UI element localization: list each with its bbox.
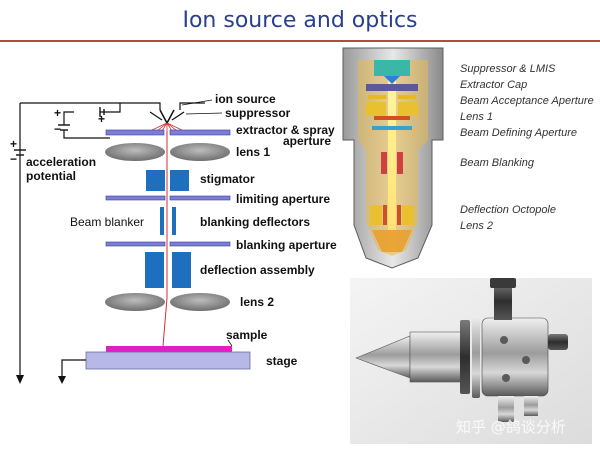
ion-beam <box>162 131 168 347</box>
gun-bottom-connector-2 <box>524 396 538 416</box>
stigmator-left <box>146 170 165 191</box>
stigmator-right <box>170 170 189 191</box>
cs-label-extractor-cap: Extractor Cap <box>460 79 527 91</box>
title-divider <box>0 40 600 42</box>
extractor-aperture-right <box>169 129 231 136</box>
cs-label-lens-1: Lens 1 <box>460 111 493 123</box>
blanking-aperture-left <box>105 241 166 247</box>
blanking-deflectors-label: blanking deflectors <box>200 215 310 229</box>
sample-label: sample <box>226 328 268 342</box>
cs-label-suppressor-lmis: Suppressor & LMIS <box>460 63 556 75</box>
power-circuit <box>19 102 205 380</box>
lens-2-cone <box>372 230 412 252</box>
ion-source-leader <box>181 99 213 106</box>
blanking-deflector-right <box>172 207 176 235</box>
extractor-label: extractor & spray <box>236 123 335 137</box>
limiting-aperture-label: limiting aperture <box>236 192 330 206</box>
stage-ground-wire <box>61 359 86 380</box>
octopole-left <box>370 205 382 225</box>
blanking-plate-right <box>397 152 403 174</box>
lens-2-left <box>105 293 165 311</box>
cs-label-beam-blanking: Beam Blanking <box>460 157 535 169</box>
octopole-right <box>402 205 414 225</box>
supply-battery-left <box>58 124 70 131</box>
lens-1-block-left <box>366 102 386 116</box>
stigmator-label: stigmator <box>200 172 255 186</box>
polarity-minus-label: − <box>54 122 61 136</box>
gun-side-connector <box>548 334 568 350</box>
ion-spray <box>151 122 183 132</box>
lens-1-left <box>105 143 165 161</box>
defining-aperture <box>372 126 412 130</box>
supply-battery-top <box>99 107 105 117</box>
blanking-deflector-left <box>160 207 164 235</box>
sample <box>106 346 232 352</box>
gun-bolt <box>502 374 510 382</box>
lens-2-right <box>170 293 230 311</box>
acceptance-aperture-left <box>368 95 386 99</box>
lens-1-right <box>170 143 230 161</box>
suppressor-leader <box>185 112 223 115</box>
gun-bottom-connector <box>498 396 514 422</box>
polarity-minus-label: − <box>10 152 17 166</box>
lens-1-electrode <box>374 116 410 120</box>
suppressor-plate-right <box>171 111 185 121</box>
blanking-plate-left <box>381 152 387 174</box>
gun-barrel <box>409 331 465 383</box>
octopole-inner-left <box>383 205 387 225</box>
blanking-aperture-label: blanking aperture <box>236 238 337 252</box>
slide-title: Ion source and optics <box>182 8 418 33</box>
extractor-cap <box>366 84 418 91</box>
gun-body <box>481 317 549 397</box>
ion-column-schematic: + − + + − <box>10 92 337 384</box>
deflection-assembly-right <box>172 252 191 288</box>
lmis-tip <box>384 76 400 84</box>
ground-arrow <box>16 375 24 384</box>
gun-bolt <box>522 356 530 364</box>
beam-blanker-label: Beam blanker <box>70 215 144 229</box>
gun-top-connector <box>494 282 512 320</box>
cs-label-acceptance-aperture: Beam Acceptance Aperture <box>460 95 594 107</box>
lens-1-block-right <box>398 102 418 116</box>
column-cross-section: Suppressor & LMIS Extractor Cap Beam Acc… <box>342 47 594 269</box>
lens-1-label: lens 1 <box>236 145 270 159</box>
blanking-aperture-right <box>169 241 231 247</box>
ion-source-needle <box>159 109 175 125</box>
ion-gun-photo: 知乎 @鸽谈分析 <box>350 278 592 444</box>
suppressor-label: suppressor <box>225 106 291 120</box>
octopole-inner-right <box>397 205 401 225</box>
deflection-assembly-left <box>145 252 164 288</box>
sample-leader <box>227 339 233 347</box>
lmis-block <box>374 60 410 76</box>
gun-top-cap <box>490 278 516 288</box>
polarity-plus-label: + <box>54 106 61 120</box>
gun-bolt <box>500 336 508 344</box>
acceleration-battery <box>14 149 26 156</box>
stage-ground-arrow <box>58 376 66 384</box>
limiting-aperture-left <box>105 195 166 201</box>
watermark: 知乎 @鸽谈分析 <box>456 418 566 436</box>
extractor-aperture-left <box>105 129 165 136</box>
cs-label-deflection-octopole: Deflection Octopole <box>460 204 556 216</box>
deflection-assembly-label: deflection assembly <box>200 263 315 277</box>
acceptance-aperture-right <box>398 95 416 99</box>
cs-label-lens-2: Lens 2 <box>460 220 493 232</box>
limiting-aperture-right <box>169 195 231 201</box>
beam-core <box>388 70 396 250</box>
cs-label-defining-aperture: Beam Defining Aperture <box>460 127 577 139</box>
polarity-plus-label: + <box>10 137 17 151</box>
stage <box>85 351 251 370</box>
polarity-plus-label: + <box>98 112 105 126</box>
lens-2-label: lens 2 <box>240 295 274 309</box>
ion-source-label: ion source <box>215 92 276 106</box>
suppressor-plate-left <box>149 111 163 121</box>
gun-flange <box>460 320 470 394</box>
gun-flange-2 <box>472 316 480 398</box>
acceleration-label: acceleration <box>26 155 96 169</box>
acceleration-label-line2: potential <box>26 169 76 183</box>
stage-label: stage <box>266 354 298 368</box>
extractor-label-line2: aperture <box>283 134 331 148</box>
